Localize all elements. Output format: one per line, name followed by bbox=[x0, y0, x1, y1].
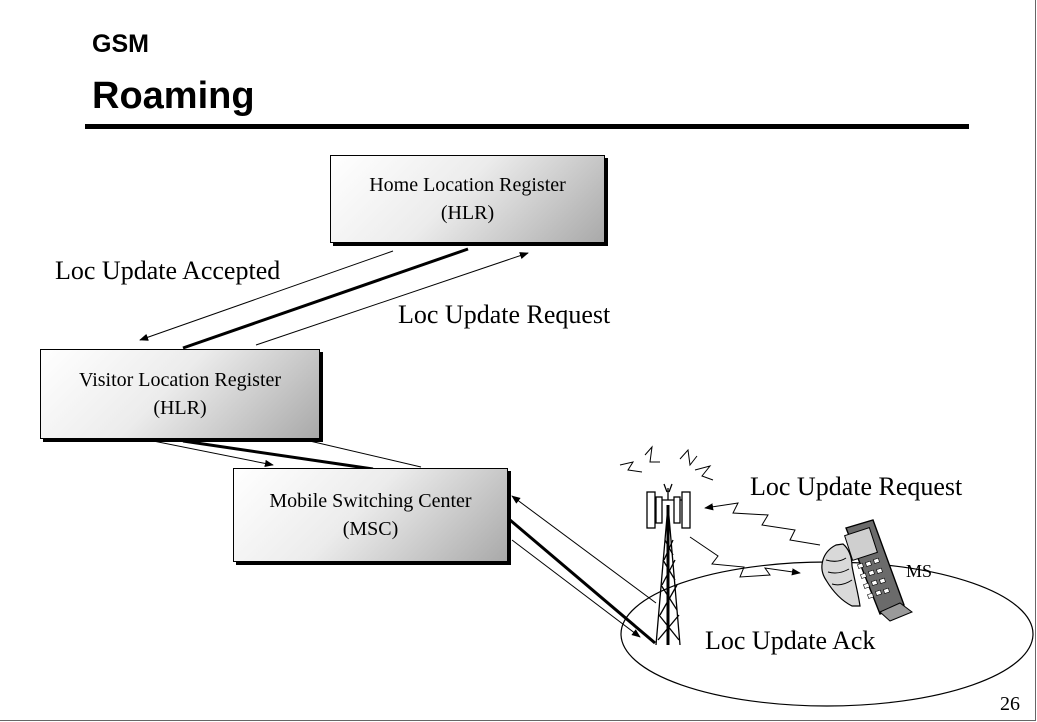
hlr-name: Home Location Register bbox=[369, 174, 566, 196]
vlr-name: Visitor Location Register bbox=[78, 369, 282, 391]
page-number: 26 bbox=[1000, 693, 1020, 715]
hlr-node: Home Location Register (HLR) bbox=[330, 155, 605, 243]
link-hlr-vlr bbox=[182, 247, 469, 350]
cell-tower-icon bbox=[646, 483, 691, 646]
link-vlr-msc bbox=[182, 439, 374, 471]
label-loc-update-request-hlr: Loc Update Request bbox=[398, 300, 611, 329]
radio-wave-icon bbox=[619, 445, 714, 481]
slide-subtitle: GSM bbox=[92, 30, 149, 58]
label-loc-update-ack: Loc Update Ack bbox=[705, 626, 876, 655]
arrow-tower-to-msc bbox=[511, 495, 657, 604]
arrow-loc-update-accepted bbox=[139, 250, 394, 341]
label-loc-update-request-ms: Loc Update Request bbox=[750, 472, 963, 501]
label-loc-update-accepted: Loc Update Accepted bbox=[55, 256, 281, 285]
label-ms: MS bbox=[906, 561, 933, 581]
arrow-vlr-to-msc bbox=[117, 433, 274, 467]
link-msc-tower bbox=[509, 518, 656, 645]
arrow-loc-update-request-hlr bbox=[255, 252, 529, 346]
vlr-node: Visitor Location Register (HLR) bbox=[40, 349, 320, 439]
vlr-abbrev: (HLR) bbox=[153, 397, 207, 419]
title-underline bbox=[85, 124, 969, 129]
msc-node: Mobile Switching Center (MSC) bbox=[233, 468, 508, 562]
arrow-msc-to-tower bbox=[511, 539, 641, 638]
hlr-abbrev: (HLR) bbox=[440, 202, 495, 224]
msc-name: Mobile Switching Center bbox=[269, 490, 472, 512]
radio-link-request bbox=[704, 502, 821, 546]
radio-link-ack bbox=[689, 536, 801, 578]
mobile-phone-icon bbox=[821, 519, 914, 622]
msc-abbrev: (MSC) bbox=[342, 518, 399, 540]
arrow-msc-to-vlr bbox=[283, 433, 422, 468]
slide-title: Roaming bbox=[92, 75, 255, 117]
